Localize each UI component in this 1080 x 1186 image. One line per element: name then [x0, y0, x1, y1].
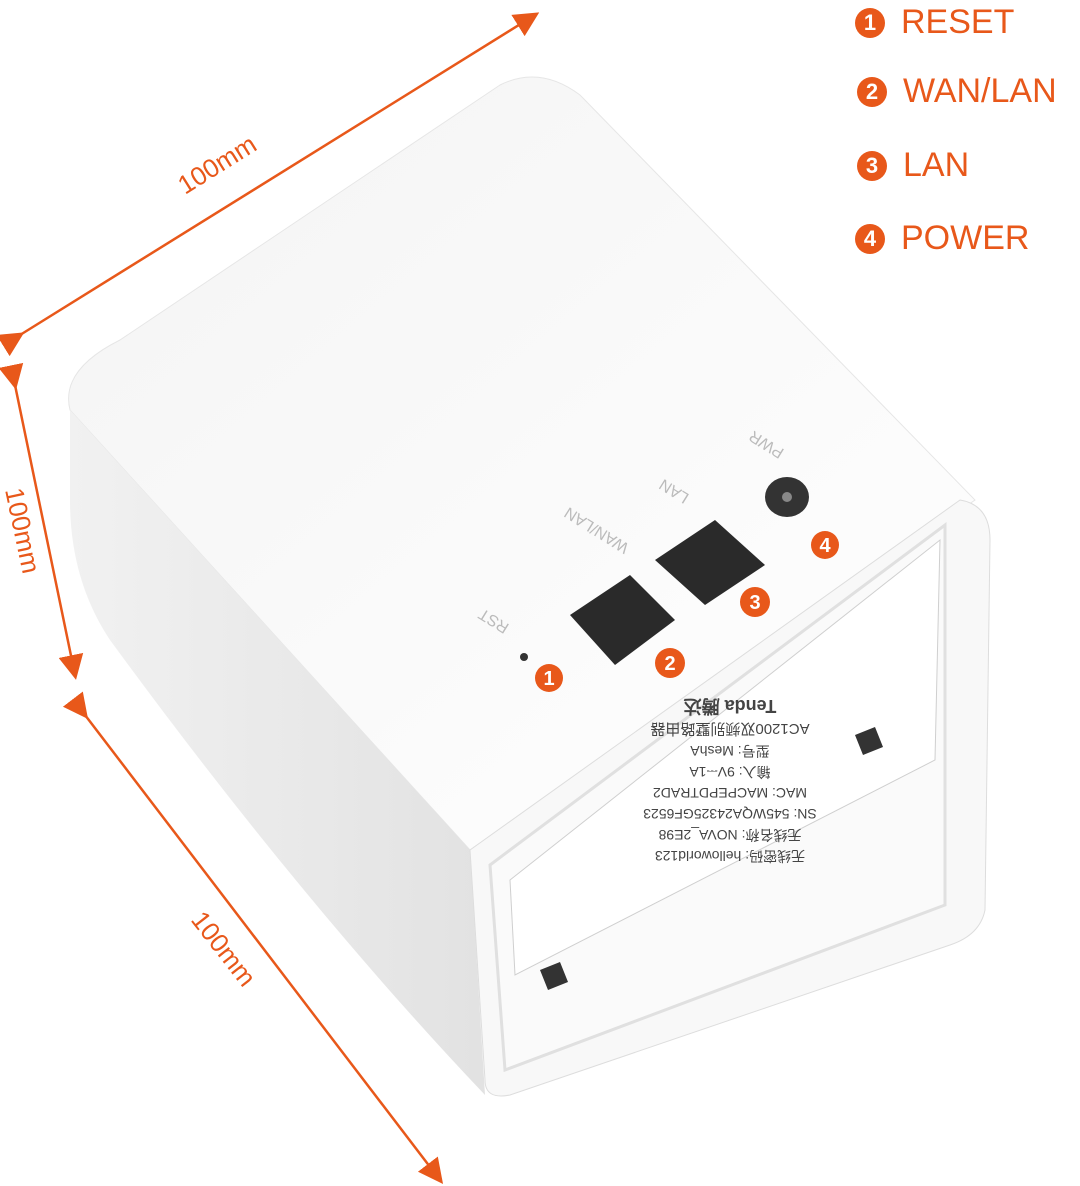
lan-port[interactable] — [655, 520, 765, 605]
number-badge-icon: 1 — [855, 7, 885, 38]
mount-hole-icon — [855, 727, 883, 755]
marker-3: 3 — [749, 592, 760, 614]
reset-hole[interactable] — [520, 653, 528, 661]
legend-item-lan: 3 LAN — [857, 146, 969, 185]
dimension-arrow-top — [0, 12, 540, 357]
legend-label: RESET — [901, 3, 1015, 41]
number-badge-icon: 2 — [857, 76, 887, 107]
dimension-width-label: 100mm — [172, 129, 261, 200]
marker-1: 1 — [543, 668, 554, 690]
label-model: 型号: MeshA — [690, 743, 770, 759]
dimension-arrow-left — [0, 362, 84, 680]
number-badge-icon: 4 — [855, 223, 885, 254]
number-badge-icon: 3 — [857, 150, 887, 181]
legend-item-power: 4 POWER — [855, 219, 1029, 258]
label-wifi-password: 无线密码: helloworld123 — [655, 848, 805, 864]
label-brand: Tenda 腾达 — [684, 696, 777, 717]
mount-hole-icon — [540, 962, 568, 990]
label-product: AC1200双频别墅路由器 — [650, 720, 809, 737]
label-sn: SN: 545WQA24325GF6523 — [643, 806, 817, 822]
label-input: 输入: 9V⎓1A — [689, 764, 771, 780]
legend-item-reset: 1 RESET — [855, 3, 1014, 42]
label-wifi-name: 无线名称: NOVA_2E98 — [658, 827, 801, 843]
marker-2: 2 — [664, 653, 675, 675]
label-mac: MAC: MACPEPDTRAD2 — [653, 785, 807, 801]
legend-item-wan-lan: 2 WAN/LAN — [857, 72, 1057, 111]
dimension-depth-label: 100mm — [185, 905, 262, 992]
legend-label: POWER — [901, 219, 1030, 257]
wan-lan-port[interactable] — [570, 575, 675, 665]
marker-4: 4 — [819, 535, 831, 557]
dimension-arrow-bottom — [62, 691, 444, 1184]
router-body — [68, 76, 991, 1097]
legend-label: WAN/LAN — [903, 72, 1057, 110]
legend-label: LAN — [903, 146, 970, 184]
